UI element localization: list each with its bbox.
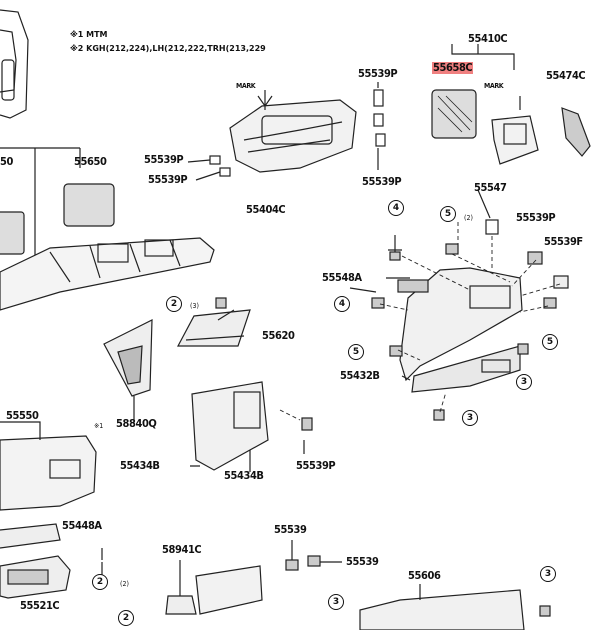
part-58840q[interactable]: 58840Q (116, 417, 157, 430)
part-55474c[interactable]: 55474C (546, 69, 586, 82)
part-55539p-mid[interactable]: 55539P (362, 175, 402, 188)
part-55550[interactable]: 55550 (6, 409, 39, 422)
note-models: ※2 KGH(212,224),LH(212,222,TRH(213,229 (70, 44, 266, 53)
part-55521c[interactable]: 55521C (20, 599, 60, 612)
part-55432b[interactable]: 55432B (340, 369, 380, 382)
note-mtm: ※1 MTM (70, 30, 108, 39)
part-55539-side[interactable]: 55539 (346, 555, 379, 568)
part-55539-top[interactable]: 55539 (274, 523, 307, 536)
part-55404c[interactable]: 55404C (246, 203, 286, 216)
ref-circle-2[interactable]: 2 (118, 610, 134, 626)
part-55539p-top[interactable]: 55539P (358, 67, 398, 80)
part-55606[interactable]: 55606 (408, 569, 441, 582)
part-55650[interactable]: 55650 (74, 155, 107, 168)
mark-label-right: MARK (484, 82, 504, 90)
part-55448a[interactable]: 55448A (62, 519, 102, 532)
part-50[interactable]: 50 (0, 155, 13, 168)
part-55539p-lower[interactable]: 55539P (148, 173, 188, 186)
ref-circle-4[interactable]: 4 (334, 296, 350, 312)
part-55620[interactable]: 55620 (262, 329, 295, 342)
note-x1: ※1 (94, 422, 104, 430)
ref-circle-3[interactable]: 3 (462, 410, 478, 426)
part-55658c-highlighted[interactable]: 55658C (432, 61, 474, 74)
ref-circle-5[interactable]: 5 (440, 206, 456, 222)
part-55539f[interactable]: 55539F (544, 235, 583, 248)
qty-2-top: (2) (464, 214, 473, 222)
part-55539p-right[interactable]: 55539P (516, 211, 556, 224)
part-55410c[interactable]: 55410C (468, 32, 508, 45)
ref-circle-3[interactable]: 3 (540, 566, 556, 582)
ref-circle-5[interactable]: 5 (348, 344, 364, 360)
ref-circle-3[interactable]: 3 (516, 374, 532, 390)
part-55434b-left[interactable]: 55434B (120, 459, 160, 472)
part-55434b-right[interactable]: 55434B (224, 469, 264, 482)
mark-label-left: MARK (236, 82, 256, 90)
ref-circle-2[interactable]: 2 (166, 296, 182, 312)
ref-circle-4[interactable]: 4 (388, 200, 404, 216)
qty-3: (3) (190, 302, 199, 310)
part-55547[interactable]: 55547 (474, 181, 507, 194)
ref-circle-3[interactable]: 3 (328, 594, 344, 610)
part-55539p-lower-right[interactable]: 55539P (296, 459, 336, 472)
ref-circle-5[interactable]: 5 (542, 334, 558, 350)
part-58941c[interactable]: 58941C (162, 543, 202, 556)
ref-circle-2[interactable]: 2 (92, 574, 108, 590)
qty-2-bottom: (2) (120, 580, 129, 588)
part-55539p-upper[interactable]: 55539P (144, 153, 184, 166)
part-55548a[interactable]: 55548A (322, 271, 362, 284)
